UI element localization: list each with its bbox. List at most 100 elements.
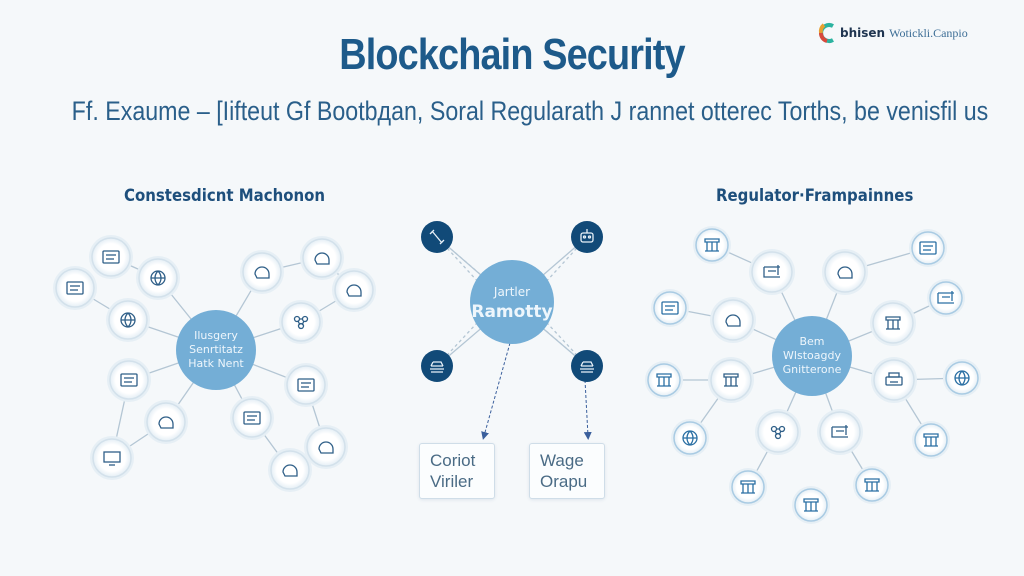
left-node[interactable] [279, 300, 323, 344]
node-circle [286, 365, 326, 405]
building-icon [864, 478, 880, 492]
document-icon [919, 241, 937, 255]
node-circle [146, 402, 186, 442]
left-network [53, 235, 376, 492]
node-circle [824, 251, 866, 293]
left-node[interactable] [332, 268, 376, 312]
center-satellite-node[interactable] [571, 350, 603, 382]
right-hub-node[interactable] [772, 316, 852, 396]
left-node[interactable] [144, 400, 188, 444]
document-icon [102, 250, 120, 264]
right-outer-node[interactable] [729, 468, 767, 506]
left-node[interactable] [284, 363, 328, 407]
chat-bubble-icon [725, 314, 741, 327]
right-inner-node[interactable] [708, 357, 754, 403]
monitor-icon [103, 451, 121, 466]
gear-cluster-icon [150, 270, 166, 286]
node-circle [242, 252, 282, 292]
left-node[interactable] [90, 436, 134, 480]
left-node[interactable] [230, 396, 274, 440]
node-circle [92, 438, 132, 478]
node-circle [55, 268, 95, 308]
right-outer-node[interactable] [909, 229, 947, 267]
node-circle [232, 398, 272, 438]
chat-bubble-icon [837, 266, 853, 279]
brand-logo: bhisen Wotickli.Canpio [818, 22, 968, 44]
center-hub-label-main: Ramotty [471, 302, 553, 322]
center-satellite-node[interactable] [421, 221, 453, 253]
right-inner-node[interactable] [870, 300, 916, 346]
center-hub-label-top: Jartler [493, 285, 531, 299]
building-icon [723, 373, 739, 387]
chat-bubble-icon [282, 464, 298, 477]
chat-bubble-icon [314, 252, 330, 265]
node-circle [306, 427, 346, 467]
right-inner-node[interactable] [710, 297, 756, 343]
contract-icon [831, 425, 848, 438]
chat-bubble-icon [318, 441, 334, 454]
document-icon [243, 411, 261, 425]
node-circle [302, 238, 342, 278]
building-icon [740, 480, 756, 494]
right-hub-label: Bem Wlstoagdy Gnitterone [783, 335, 842, 377]
satellite-circle [571, 221, 603, 253]
center-satellite-node[interactable] [421, 350, 453, 382]
server-icon [580, 361, 594, 373]
right-inner-node[interactable] [822, 249, 868, 295]
brand-tagline: Wotickli.Canpio [889, 25, 968, 40]
left-hub-line-1: Ilusgery [194, 329, 238, 342]
node-circle [281, 302, 321, 342]
right-inner-node[interactable] [817, 409, 863, 455]
right-outer-node[interactable] [651, 289, 689, 327]
right-hub-line-3: Gnitterone [782, 363, 842, 376]
logo-mark-icon [818, 23, 834, 43]
right-outer-node[interactable] [853, 466, 891, 504]
left-hub-node[interactable] [176, 310, 256, 390]
chat-bubble-icon [346, 284, 362, 297]
connector-line [436, 236, 503, 309]
left-node[interactable] [107, 358, 151, 402]
left-node[interactable] [106, 298, 150, 342]
right-inner-node[interactable] [755, 409, 801, 455]
center-hub-node[interactable] [470, 260, 554, 344]
right-outer-node[interactable] [671, 419, 709, 457]
document-icon [120, 373, 138, 387]
center-network [421, 221, 603, 440]
output-box-2[interactable]: Wage Orapu [529, 443, 605, 499]
document-icon [297, 378, 315, 392]
network-icon [770, 425, 786, 440]
globe-icon [954, 370, 970, 386]
building-icon [803, 498, 819, 512]
center-satellite-node[interactable] [571, 221, 603, 253]
left-hub-line-3: Hatk Nent [188, 357, 244, 370]
page-title: Blockchain Security [339, 30, 685, 79]
output-box-1-line-2: Viriler [430, 472, 474, 491]
output-box-2-line-2: Orapu [540, 472, 588, 491]
right-outer-node[interactable] [943, 359, 981, 397]
left-node[interactable] [53, 266, 97, 310]
node-circle [91, 237, 131, 277]
brand-name: bhisen [840, 26, 886, 40]
output-box-1[interactable]: Coriot Viriler [419, 443, 495, 499]
left-node[interactable] [268, 448, 312, 492]
right-inner-node[interactable] [749, 249, 795, 295]
left-node[interactable] [240, 250, 284, 294]
left-hub-label: Ilusgery Senrtitatz Hatk Nent [188, 329, 243, 371]
node-circle [911, 231, 945, 265]
left-node[interactable] [89, 235, 133, 279]
node-circle [334, 270, 374, 310]
right-inner-node[interactable] [871, 357, 917, 403]
right-outer-node[interactable] [693, 226, 731, 264]
left-section-heading: Constesdicnt Machonon [124, 186, 326, 206]
right-outer-node[interactable] [927, 279, 965, 317]
building-icon [704, 238, 720, 252]
right-outer-node[interactable] [912, 421, 950, 459]
right-outer-node[interactable] [645, 361, 683, 399]
left-node[interactable] [136, 256, 180, 300]
left-node[interactable] [304, 425, 348, 469]
node-circle [929, 281, 963, 315]
right-outer-node[interactable] [792, 486, 830, 524]
document-icon [66, 281, 84, 295]
left-node[interactable] [300, 236, 344, 280]
printer-icon [885, 372, 903, 386]
